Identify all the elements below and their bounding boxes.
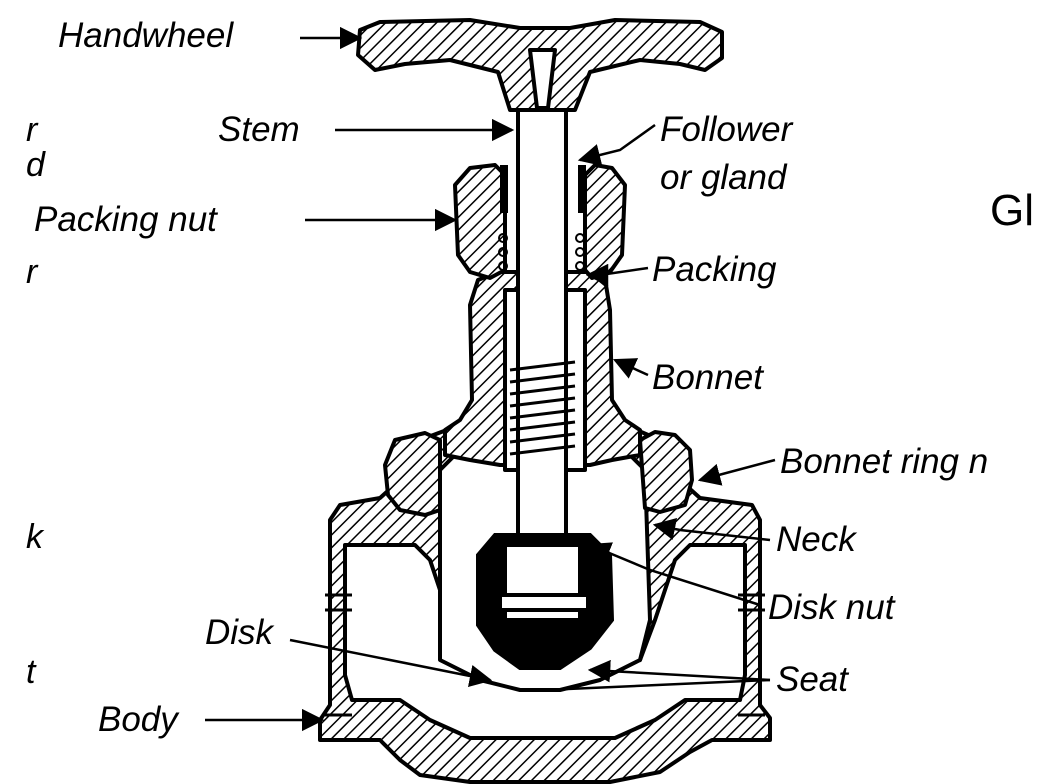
stem-shape [509, 58, 576, 547]
label-neck: Neck [776, 520, 856, 559]
label-follower-line2: or gland [660, 158, 787, 197]
leader-follower [577, 123, 656, 167]
leader-seat-1 [544, 678, 771, 692]
label-bonnet: Bonnet [652, 358, 763, 397]
left-fragment-1: r [26, 111, 38, 149]
disk-assembly [476, 533, 615, 670]
left-fragment-5: t [26, 653, 36, 691]
leader-bonnet [612, 358, 649, 379]
label-packing: Packing [652, 250, 777, 289]
title-fragment: Gl [990, 186, 1034, 235]
left-fragment-4: k [26, 518, 43, 556]
label-follower-line1: Follower [660, 110, 793, 149]
leader-lines [205, 26, 776, 732]
left-fragment-3: r [26, 253, 38, 291]
packing-rings [498, 165, 586, 271]
bonnet-ring-nut-shape [383, 430, 694, 517]
leader-disk-nut [587, 542, 761, 607]
leader-disk [289, 638, 493, 688]
leader-neck [652, 517, 771, 542]
label-disk-nut: Disk nut [768, 588, 895, 627]
leader-packing [585, 263, 649, 287]
label-packing-nut: Packing nut [34, 200, 217, 239]
leader-bonnet-ring-nut [697, 458, 776, 486]
handwheel-shape [356, 18, 724, 112]
label-seat: Seat [776, 660, 848, 699]
label-disk: Disk [205, 613, 274, 652]
label-stem: Stem [218, 110, 300, 149]
label-body: Body [98, 700, 178, 739]
label-bonnet-ring-nut: Bonnet ring n [780, 442, 989, 481]
label-handwheel: Handwheel [58, 16, 234, 55]
left-fragment-2: d [26, 146, 45, 184]
leader-seat-2 [587, 659, 771, 683]
